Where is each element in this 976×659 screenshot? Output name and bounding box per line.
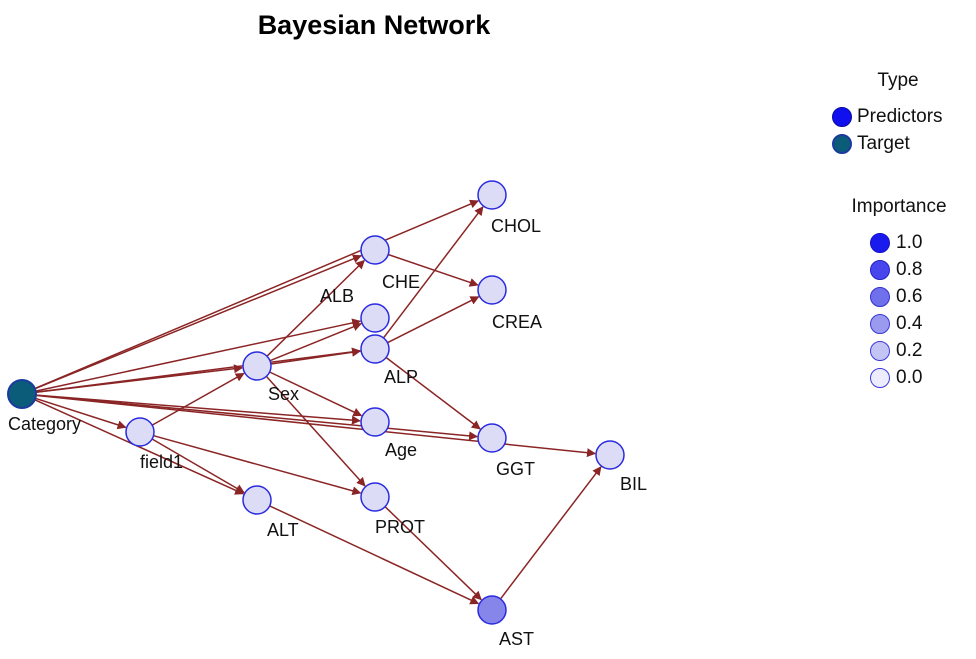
edge-category-to-sex [35, 364, 243, 394]
node-label-che: CHE [382, 272, 420, 292]
edge-ast-to-bil [499, 466, 602, 600]
node-alt[interactable] [242, 485, 272, 515]
legend-importance-1-dot [870, 233, 890, 253]
legend-importance-0-label: 0.0 [896, 367, 923, 388]
node-label-alp: ALP [384, 367, 418, 387]
edge-category-to-alt [34, 399, 245, 495]
edge-prot-to-ast [384, 506, 482, 601]
legend-importance-0.8-dot [870, 260, 890, 280]
edge-alp-to-crea [387, 296, 480, 344]
node-label-ggt: GGT [496, 459, 535, 479]
node-field1[interactable] [125, 417, 155, 447]
node-label-category: Category [8, 414, 81, 434]
node-label-alb: ALB [320, 286, 354, 306]
edge-sex-to-che [269, 322, 362, 362]
legend-predictors-dot [832, 107, 852, 127]
edge-sex-to-prot [265, 375, 366, 487]
node-label-sex: Sex [268, 384, 299, 404]
diagram-title: Bayesian Network [257, 10, 491, 40]
node-label-crea: CREA [492, 312, 542, 332]
legend-importance-1-label: 1.0 [896, 232, 923, 253]
node-bil[interactable] [595, 440, 625, 470]
edge-sex-to-alb [266, 259, 365, 357]
legend-importance-0-dot [870, 368, 890, 388]
edge-alp-to-chol [382, 206, 484, 339]
node-category[interactable] [7, 379, 37, 409]
legend-importance-0.4-dot [870, 314, 890, 334]
node-label-prot: PROT [375, 517, 425, 537]
node-che[interactable] [360, 303, 390, 333]
node-crea[interactable] [477, 275, 507, 305]
edge-category-to-ggt [35, 394, 478, 441]
node-label-bil: BIL [620, 474, 647, 494]
legend-type-title: Type [877, 70, 919, 91]
edge-sex-to-age [269, 371, 363, 417]
legend-importance-0.4-label: 0.4 [896, 313, 923, 334]
edge-alb-to-crea [387, 253, 479, 287]
edge-category-to-bil [35, 394, 596, 458]
node-ast[interactable] [477, 595, 507, 625]
edge-category-to-field1 [35, 397, 127, 430]
node-prot[interactable] [360, 482, 390, 512]
legend-importance-0.6-label: 0.6 [896, 286, 923, 307]
edge-sex-to-alp [270, 347, 362, 365]
edge-category-to-alb [34, 254, 362, 390]
edge-field1-to-alt [151, 438, 245, 494]
legend-target-dot [832, 134, 852, 154]
node-label-field1: field1 [140, 452, 183, 472]
edge-category-to-chol [34, 199, 480, 390]
legend-importance-title: Importance [851, 196, 947, 217]
legend-importance-0.8-label: 0.8 [896, 259, 923, 280]
node-label-alt: ALT [267, 520, 299, 540]
legend-importance-0.2-label: 0.2 [896, 340, 923, 361]
node-age[interactable] [360, 407, 390, 437]
node-chol[interactable] [477, 180, 507, 210]
edge-alt-to-ast [269, 505, 480, 605]
edge-field1-to-prot [153, 434, 362, 496]
legend-importance-0.6-dot [870, 287, 890, 307]
node-label-ast: AST [499, 629, 534, 649]
node-label-age: Age [385, 440, 417, 460]
edge-category-to-che [35, 318, 362, 392]
node-alb[interactable] [360, 235, 390, 265]
edge-field1-to-sex [151, 372, 245, 426]
legend-importance-0.2-dot [870, 341, 890, 361]
node-ggt[interactable] [477, 423, 507, 453]
node-label-chol: CHOL [491, 216, 541, 236]
node-alp[interactable] [360, 334, 390, 364]
legend-predictors-label: Predictors [857, 106, 943, 127]
node-sex[interactable] [242, 351, 272, 381]
edge-alp-to-ggt [385, 356, 481, 430]
legend-target-label: Target [857, 133, 910, 154]
edge-category-to-age [35, 394, 361, 425]
